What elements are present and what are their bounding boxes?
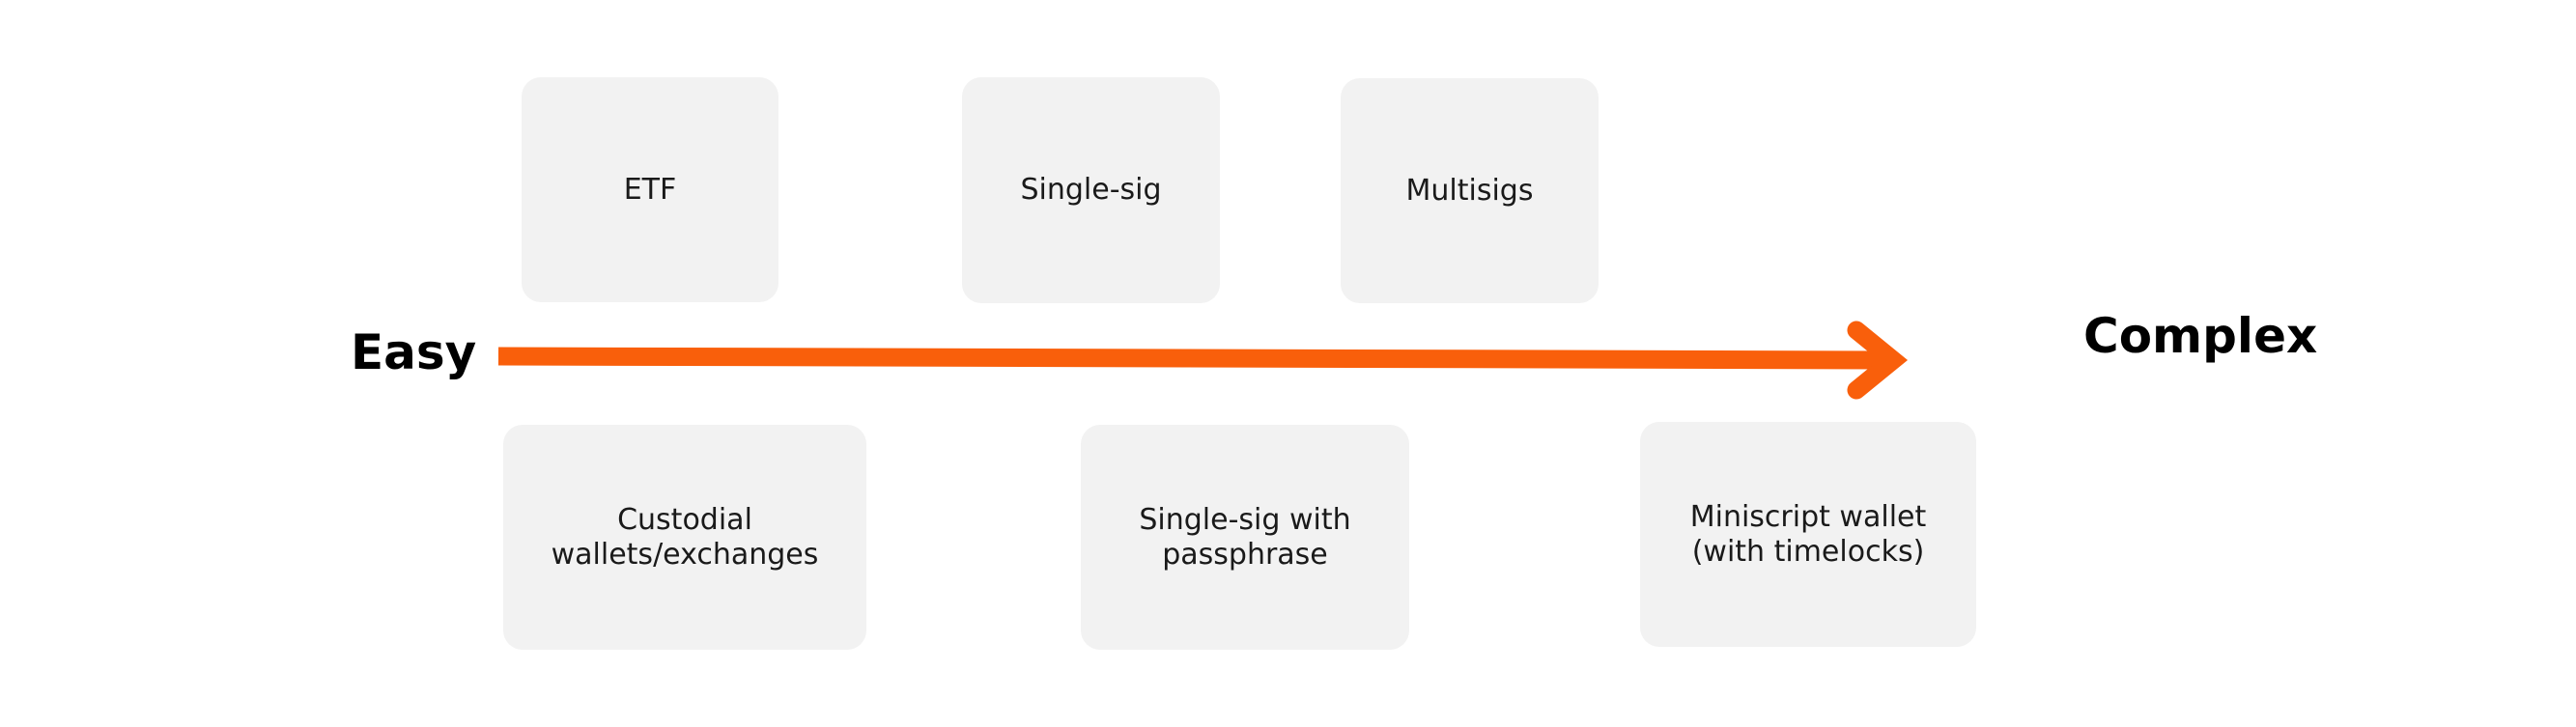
option-box-single-sig: Single-sig (962, 77, 1220, 303)
option-box-miniscript: Miniscript wallet (with timelocks) (1640, 422, 1976, 647)
complex-label: Complex (2083, 308, 2318, 364)
option-box-single-sig-passphrase: Single-sig with passphrase (1081, 425, 1409, 650)
option-label: Miniscript wallet (with timelocks) (1689, 499, 1927, 569)
option-label: Multisigs (1405, 173, 1534, 208)
option-box-multisigs: Multisigs (1341, 78, 1599, 303)
option-box-etf: ETF (522, 77, 778, 302)
option-box-custodial: Custodial wallets/exchanges (503, 425, 866, 650)
option-label: Single-sig (1020, 173, 1162, 207)
easy-label: Easy (351, 324, 477, 380)
option-label: ETF (623, 172, 677, 207)
option-label: Single-sig with passphrase (1139, 502, 1351, 572)
arrow-shaft (497, 347, 1894, 370)
option-label: Custodial wallets/exchanges (551, 502, 819, 572)
arrow-head (1847, 321, 1909, 400)
